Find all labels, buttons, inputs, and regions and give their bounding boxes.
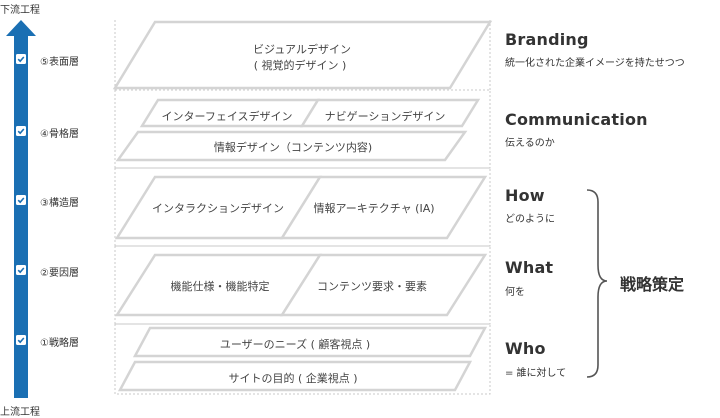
desc-head-communication: Communication xyxy=(505,110,648,129)
plane-information xyxy=(115,130,468,162)
strategy-bottom-text: サイトの目的 ( 企業視点 ) xyxy=(228,372,358,385)
scope-left-text: 機能仕様・機能特定 xyxy=(170,280,270,293)
desc-head-how: How xyxy=(505,186,545,205)
desc-sub-communication: 伝えるのか xyxy=(505,138,555,149)
layer-name-scope: ②要因層 xyxy=(40,268,79,279)
frame-skeleton xyxy=(114,89,491,169)
desc-sub-who: = 誰に対して xyxy=(505,368,567,379)
arrow-shaft xyxy=(14,35,28,398)
plane-site-objectives xyxy=(117,360,473,392)
layer-frames xyxy=(114,20,491,395)
check-icon xyxy=(16,54,26,64)
plane-content xyxy=(279,253,488,317)
check-icon xyxy=(16,195,26,205)
check-icon xyxy=(16,265,26,275)
strategy-top-text: ユーザーのニーズ ( 顧客視点 ) xyxy=(219,338,371,351)
layer-name-strategy: ①戦略層 xyxy=(40,338,79,349)
desc-sub-branding: 統一化された企業イメージを持たせつつ xyxy=(505,58,685,69)
strategy-planning-label: 戦略策定 xyxy=(620,275,685,294)
downstream-label: 下流工程 xyxy=(0,5,40,16)
desc-head-what: What xyxy=(505,258,554,277)
check-icon xyxy=(16,126,26,136)
layer-name-surface: ⑤表面層 xyxy=(40,57,79,68)
desc-sub-how: どのように xyxy=(505,214,555,225)
scope-right-text: コンテンツ要求・要素 xyxy=(317,280,427,293)
surface-line1: ビジュアルデザイン xyxy=(253,43,351,56)
skeleton-left-text: インターフェイスデザイン xyxy=(161,110,293,123)
desc-head-who: Who xyxy=(505,339,546,358)
plane-navigation xyxy=(299,98,481,128)
upstream-label: 上流工程 xyxy=(0,407,40,418)
layer-name-skeleton: ④骨格層 xyxy=(40,129,79,140)
process-arrow xyxy=(6,20,36,398)
arrow-up-icon xyxy=(6,20,36,36)
skeleton-bottom-text: 情報デザイン（コンテンツ内容) xyxy=(213,141,373,154)
structure-right-text: 情報アーキテクチャ (IA) xyxy=(313,202,435,215)
frame-scope xyxy=(114,245,491,325)
frame-structure xyxy=(114,167,491,247)
layer-name-structure: ③構造層 xyxy=(40,198,79,209)
desc-head-branding: Branding xyxy=(505,30,589,49)
plane-surface xyxy=(112,20,493,90)
surface-line2: ( 視覚的デザイン ) xyxy=(253,59,347,72)
frame-strategy xyxy=(114,323,491,395)
plane-user-needs xyxy=(132,326,488,358)
desc-sub-what: 何を xyxy=(505,287,525,298)
strategy-brace xyxy=(586,189,608,378)
plane-ia xyxy=(279,175,488,240)
check-icon xyxy=(16,335,26,345)
structure-left-text: インタラクションデザイン xyxy=(152,202,284,215)
check-icons xyxy=(16,54,26,345)
skeleton-right-text: ナビゲーションデザイン xyxy=(324,110,446,123)
